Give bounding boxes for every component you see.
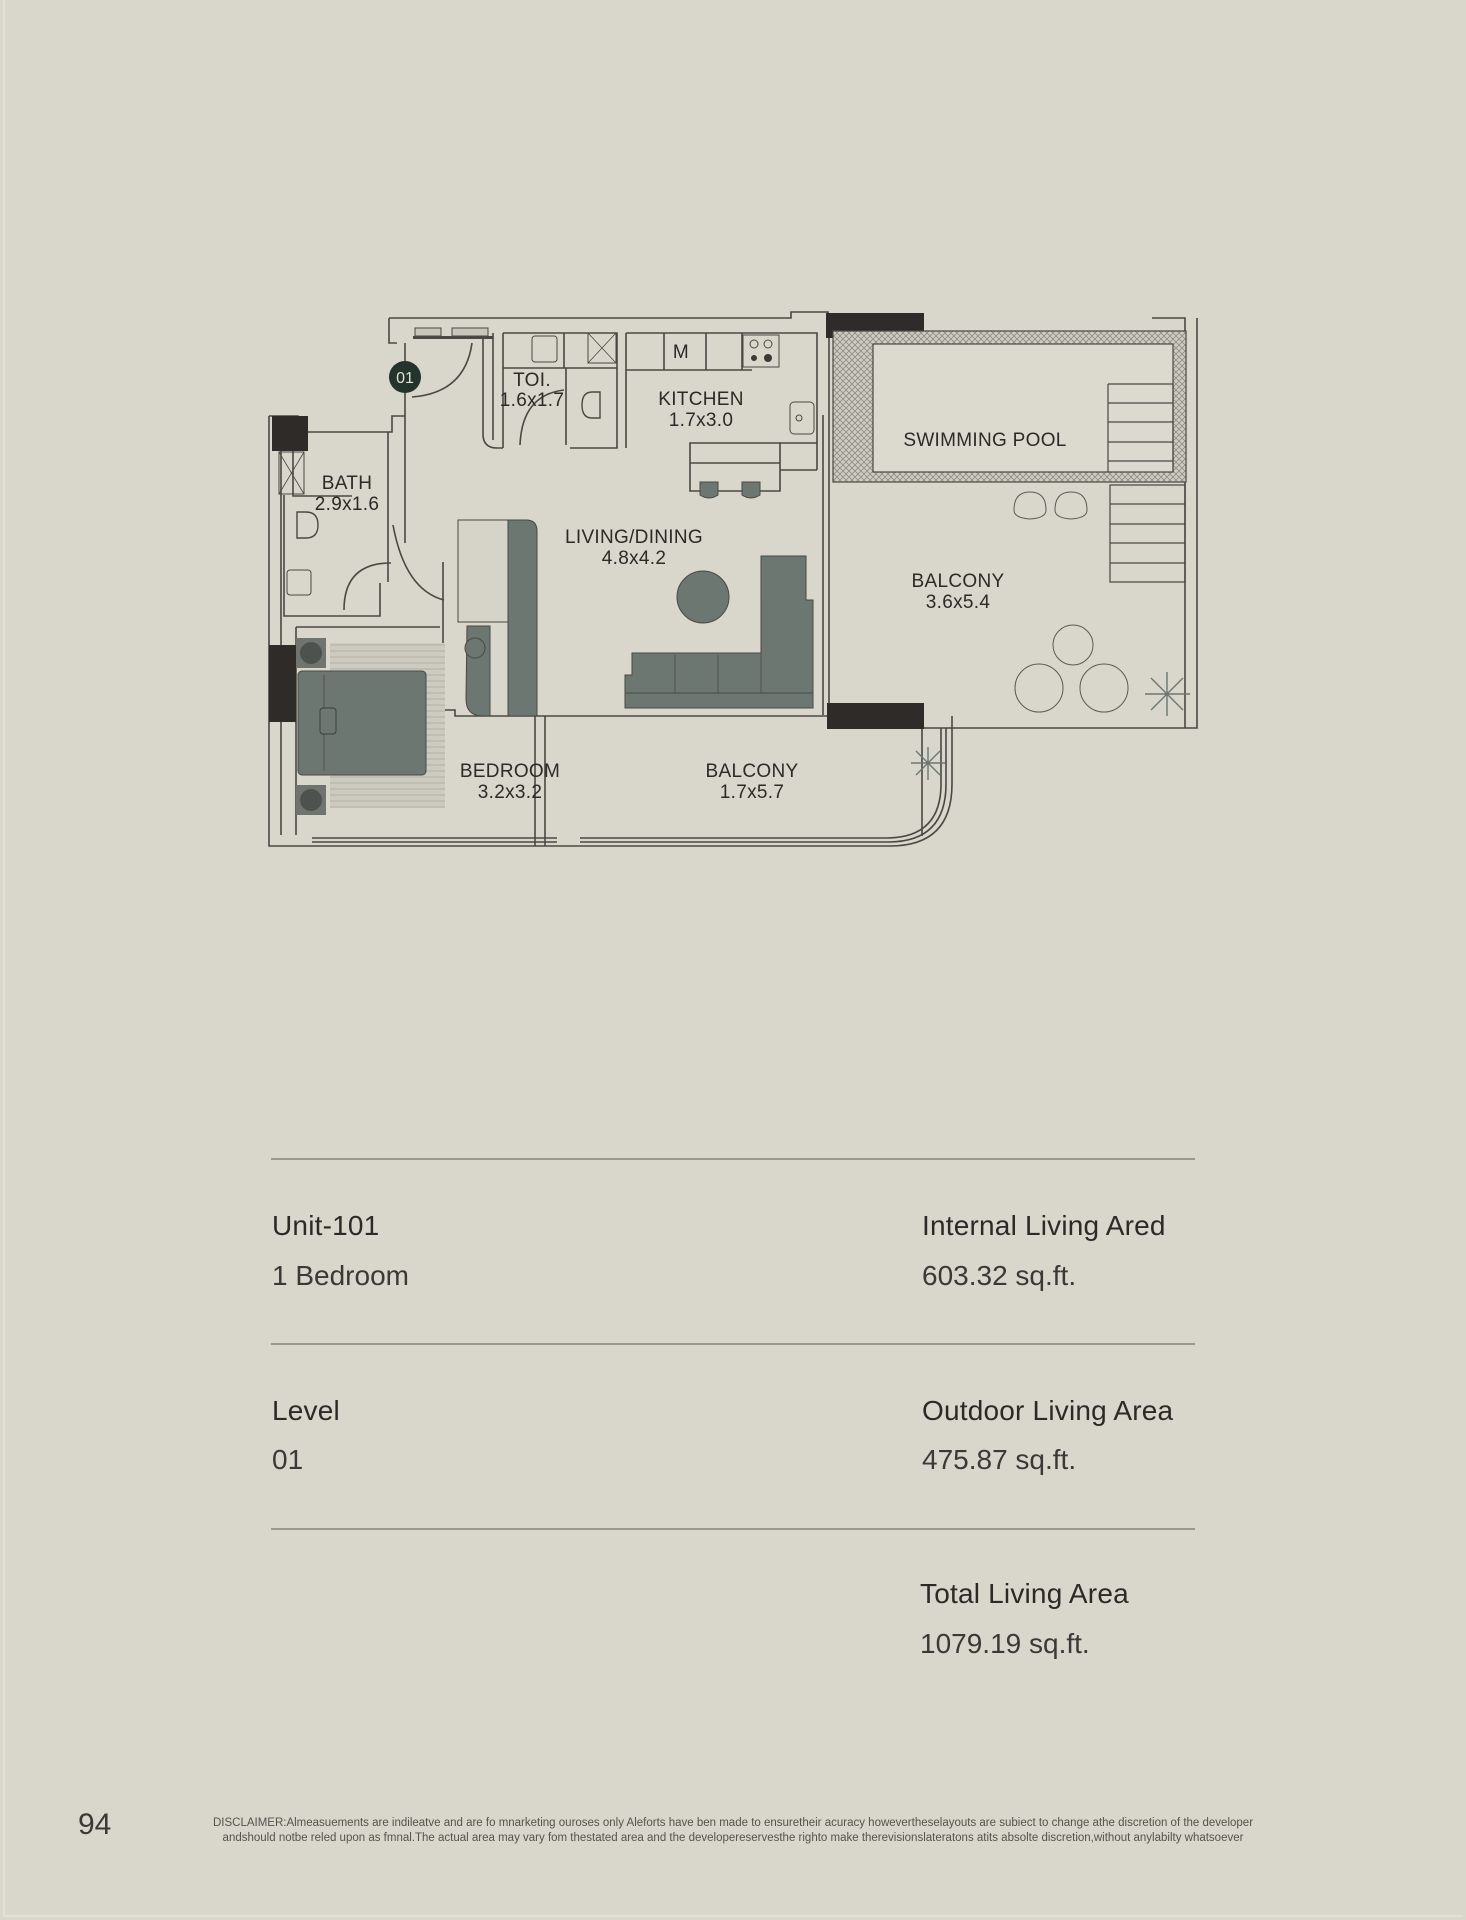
total-area-label: Total Living Area (920, 1578, 1129, 1609)
disclaimer-line-1: DISCLAIMER:Almeasuements are indileatve … (212, 1817, 1254, 1829)
room-name-balcony-large: BALCONY (912, 571, 1005, 592)
top-windows (413, 327, 493, 339)
microwave-label: M (673, 342, 689, 363)
swimming-pool (832, 330, 1187, 583)
unit-label: Unit-101 (272, 1210, 380, 1241)
room-name-kitchen: KITCHEN (658, 389, 744, 410)
room-size-living: 4.8x4.2 (602, 548, 666, 569)
room-size-balcony-small: 1.7x5.7 (720, 782, 784, 803)
room-size-kitchen: 1.7x3.0 (669, 410, 733, 431)
level-label: Level (272, 1395, 340, 1426)
divider-top (271, 1158, 1195, 1160)
plant-icon (911, 672, 1190, 780)
internal-area-label: Internal Living Ared (922, 1210, 1166, 1241)
total-area-value: 1079.19 sq.ft. (920, 1628, 1090, 1659)
room-name-living: LIVING/DINING (565, 527, 703, 548)
outdoor-area-label: Outdoor Living Area (922, 1395, 1174, 1426)
room-size-bedroom: 3.2x3.2 (478, 782, 542, 803)
room-name-pool: SWIMMING POOL (903, 430, 1066, 451)
room-name-bedroom: BEDROOM (460, 761, 560, 782)
divider-bottom (271, 1528, 1195, 1530)
room-name-balcony-small: BALCONY (706, 761, 799, 782)
disclaimer-line-2: andshould notbe reled upon as fmnal.The … (222, 1832, 1244, 1844)
unit-type: 1 Bedroom (272, 1260, 409, 1291)
internal-area-value: 603.32 sq.ft. (922, 1260, 1077, 1291)
level-value: 01 (272, 1444, 304, 1475)
room-name-bath: BATH (322, 473, 372, 494)
entry-marker-number: 01 (396, 370, 414, 387)
room-size-toilet: 1.6x1.7 (500, 390, 564, 411)
page-number: 94 (78, 1808, 112, 1841)
disclaimer: DISCLAIMER:Almeasuements are indileatve … (150, 1816, 1316, 1846)
entry-marker: 01 (389, 361, 421, 393)
furniture (278, 332, 1190, 815)
room-name-toilet: TOI. (513, 370, 551, 391)
room-size-bath: 2.9x1.6 (315, 494, 379, 515)
room-labels: TOI. 1.6x1.7 KITCHEN 1.7x3.0 SWIMMING PO… (315, 370, 1067, 803)
divider-middle (271, 1343, 1195, 1345)
outdoor-area-value: 475.87 sq.ft. (922, 1444, 1077, 1475)
room-size-balcony-large: 3.6x5.4 (926, 592, 991, 613)
walls (268, 311, 1198, 847)
